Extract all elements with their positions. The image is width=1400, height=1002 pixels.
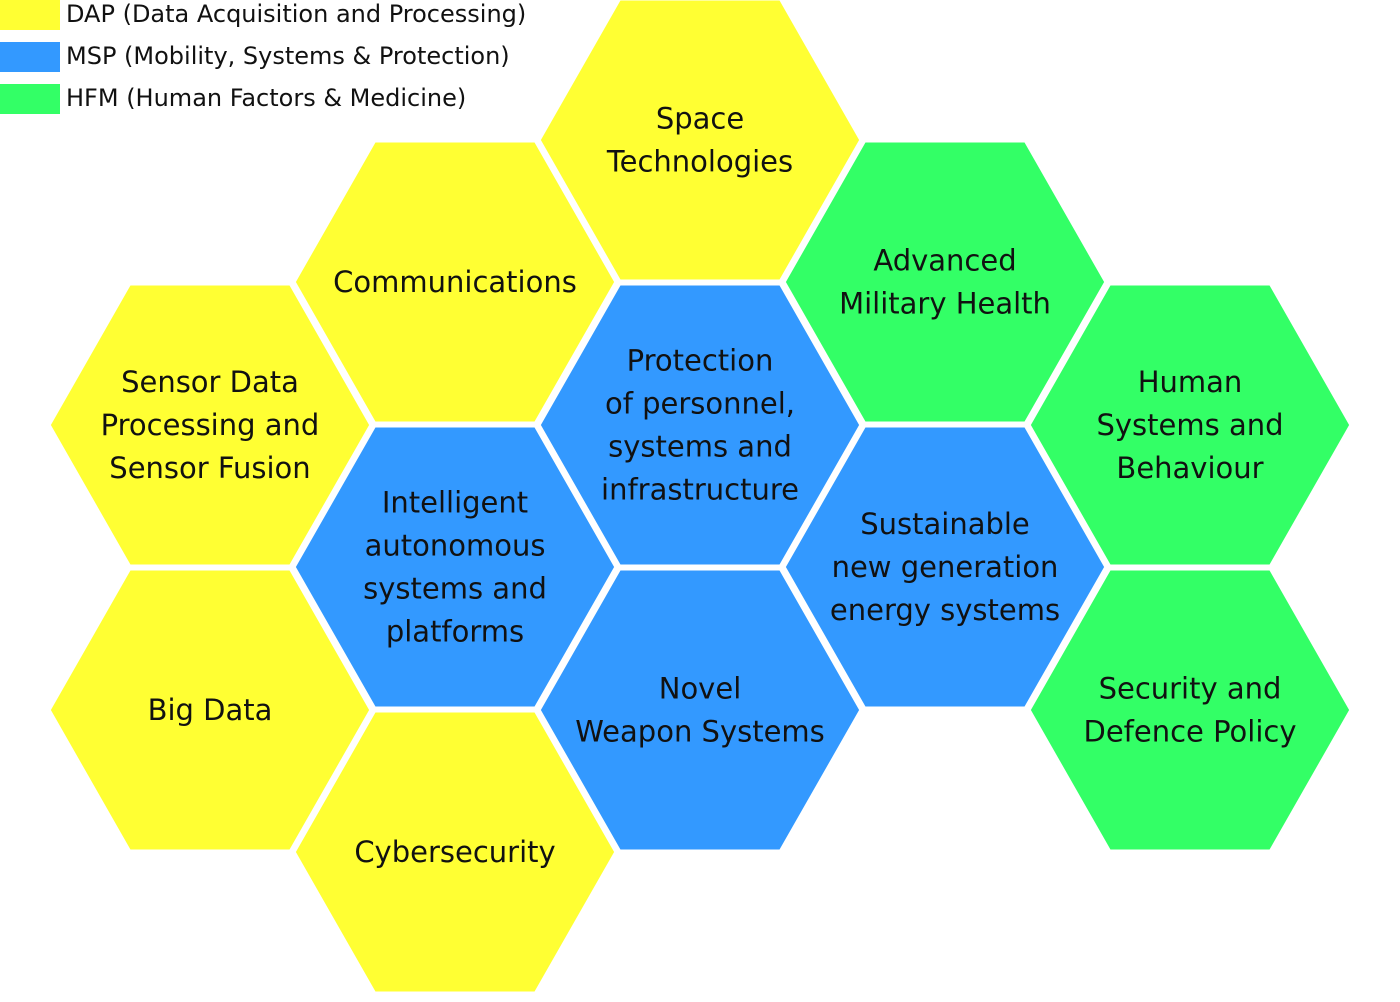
hexagon-cybersecurity: Cybersecurity (290, 707, 620, 997)
hexagon-label-line: Cybersecurity (354, 835, 555, 869)
hexagon-label-line: Advanced (873, 244, 1016, 278)
hexagon-shape (1025, 565, 1355, 855)
hexagon-label-line: infrastructure (601, 473, 799, 507)
hexagon-protection-of-personnel: Protection of personnel, systems and infras… (535, 280, 865, 570)
hexagon-label-line: Sensor Fusion (109, 451, 310, 485)
hexagon-label-line: Behaviour (1116, 451, 1263, 485)
hexagon-label-line: energy systems (830, 593, 1060, 627)
hexagon-label-line: Weapon Systems (575, 715, 825, 749)
legend-swatch-dap (0, 0, 60, 30)
legend-label-dap: DAP (Data Acquisition and Processing) (66, 0, 527, 28)
hexagon-label-line: Human (1138, 365, 1243, 399)
hexagon-label-line: systems and (608, 430, 792, 464)
hexagon-label-line: Sustainable (860, 507, 1030, 541)
hexagon-label-line: Big Data (148, 693, 273, 727)
legend-label-msp: MSP (Mobility, Systems & Protection) (66, 42, 510, 70)
hexagon-label-line: Military Health (839, 287, 1051, 321)
hexagon-shape (290, 707, 620, 997)
hexagon-label-line: autonomous (365, 529, 546, 563)
legend-label-hfm: HFM (Human Factors & Medicine) (66, 84, 467, 112)
legend-item-hfm: HFM (Human Factors & Medicine) (0, 84, 560, 116)
hexagon-label-line: new generation (832, 550, 1059, 584)
hexagon-label-line: systems and (363, 572, 547, 606)
legend-swatch-msp (0, 42, 60, 72)
hexagon-label-line: platforms (386, 615, 524, 649)
legend-item-msp: MSP (Mobility, Systems & Protection) (0, 42, 560, 74)
hexagon-label-line: Defence Policy (1083, 715, 1296, 749)
hexagon-label-line: Communications (333, 265, 577, 299)
hexagon-intelligent-autonomous-systems: Intelligent autonomous systems and platform… (290, 422, 620, 712)
hexagon-label-line: Intelligent (382, 486, 528, 520)
hexagon-big-data: Big Data (45, 565, 375, 855)
hexagon-label-line: Protection (627, 344, 774, 378)
hexagon-label-line: Technologies (606, 145, 793, 179)
hexagon-label-line: Security and (1099, 672, 1282, 706)
hexagon-label-line: of personnel, (605, 387, 795, 421)
legend: DAP (Data Acquisition and Processing) MS… (0, 0, 560, 130)
hexagon-label-line: Novel (659, 672, 742, 706)
legend-item-dap: DAP (Data Acquisition and Processing) (0, 0, 560, 32)
legend-swatch-hfm (0, 84, 60, 114)
hexagon-label-line: Sensor Data (121, 365, 299, 399)
hexagon-label-line: Space (656, 102, 744, 136)
hexagon-label-line: Processing and (101, 408, 320, 442)
hexagon-label-line: Systems and (1096, 408, 1283, 442)
hexagon-communications: Communications (290, 137, 620, 427)
hexagon-sustainable-energy-systems: Sustainable new generation energy systems (780, 422, 1110, 712)
